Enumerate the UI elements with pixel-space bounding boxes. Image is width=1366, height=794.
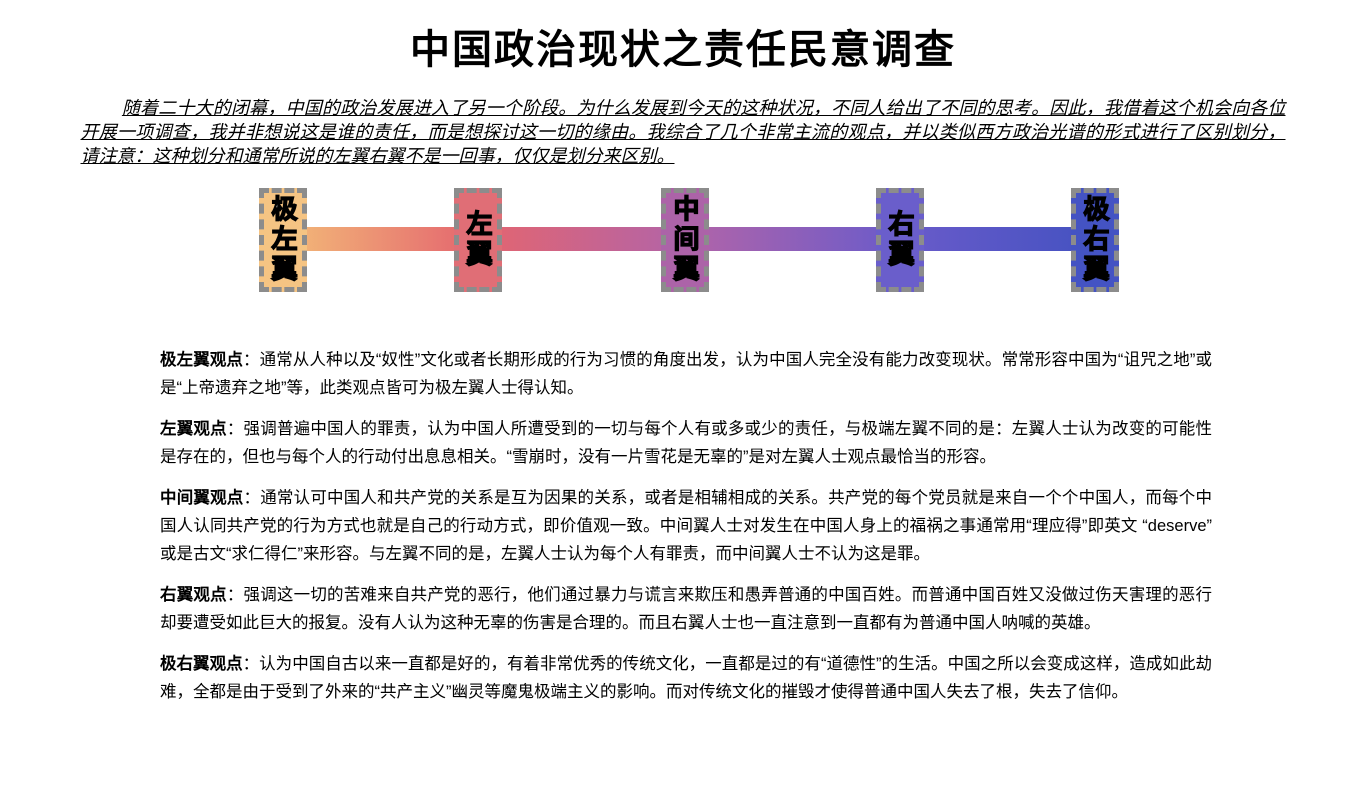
spectrum-option-far-right: 极右翼 — [1071, 188, 1119, 292]
opinion-far-right-label: 极右翼观点 — [160, 655, 243, 673]
spectrum-option-right: 右翼 — [876, 188, 924, 292]
opinion-far-left-label: 极左翼观点 — [160, 351, 244, 369]
opinion-center-label: 中间翼观点 — [160, 489, 244, 507]
page-title: 中国政治现状之责任民意调查 — [410, 28, 956, 72]
spectrum-option-left: 左翼 — [454, 188, 502, 292]
opinion-left-label: 左翼观点 — [160, 420, 227, 438]
spectrum-option-far-right-label: 极右翼 — [1079, 194, 1110, 285]
spectrum-option-right-label: 右翼 — [884, 209, 915, 270]
opinion-center: 中间翼观点：通常认可中国人和共产党的关系是互为因果的关系，或者是相辅相成的关系。… — [160, 484, 1212, 568]
opinion-list: 极左翼观点：通常从人种以及“奴性”文化或者长期形成的行为习惯的角度出发，认为中国… — [160, 346, 1212, 706]
opinion-center-text: ：通常认可中国人和共产党的关系是互为因果的关系，或者是相辅相成的关系。共产党的每… — [160, 489, 1213, 563]
opinion-far-right-text: ：认为中国自古以来一直都是好的，有着非常优秀的传统文化，一直都是过的有“道德性”… — [160, 655, 1212, 701]
opinion-right-label: 右翼观点 — [160, 586, 227, 604]
spectrum-option-center: 中间翼 — [661, 188, 709, 292]
spectrum-option-center-label: 中间翼 — [669, 194, 700, 285]
opinion-right: 右翼观点：强调这一切的苦难来自共产党的恶行，他们通过暴力与谎言来欺压和愚弄普通的… — [160, 581, 1212, 637]
opinion-left-text: ：强调普遍中国人的罪责，认为中国人所遭受到的一切与每个人有或多或少的责任，与极端… — [160, 420, 1213, 466]
intro-paragraph: 随着二十大的闭幕，中国的政治发展进入了另一个阶段。为什么发展到今天的这种状况，不… — [80, 98, 1286, 166]
spectrum-option-left-label: 左翼 — [462, 209, 493, 270]
political-spectrum-diagram: 极左翼 左翼 中间翼 右翼 极右翼 — [0, 188, 1366, 300]
opinion-far-right: 极右翼观点：认为中国自古以来一直都是好的，有着非常优秀的传统文化，一直都是过的有… — [160, 650, 1212, 706]
spectrum-option-far-left-label: 极左翼 — [267, 194, 298, 285]
opinion-far-left-text: ：通常从人种以及“奴性”文化或者长期形成的行为习惯的角度出发，认为中国人完全没有… — [160, 351, 1213, 397]
spectrum-option-far-left: 极左翼 — [259, 188, 307, 292]
opinion-far-left: 极左翼观点：通常从人种以及“奴性”文化或者长期形成的行为习惯的角度出发，认为中国… — [160, 346, 1212, 402]
survey-page: 中国政治现状之责任民意调查 随着二十大的闭幕，中国的政治发展进入了另一个阶段。为… — [0, 26, 1366, 794]
opinion-right-text: ：强调这一切的苦难来自共产党的恶行，他们通过暴力与谎言来欺压和愚弄普通的中国百姓… — [160, 586, 1213, 632]
opinion-left: 左翼观点：强调普遍中国人的罪责，认为中国人所遭受到的一切与每个人有或多或少的责任… — [160, 415, 1212, 471]
